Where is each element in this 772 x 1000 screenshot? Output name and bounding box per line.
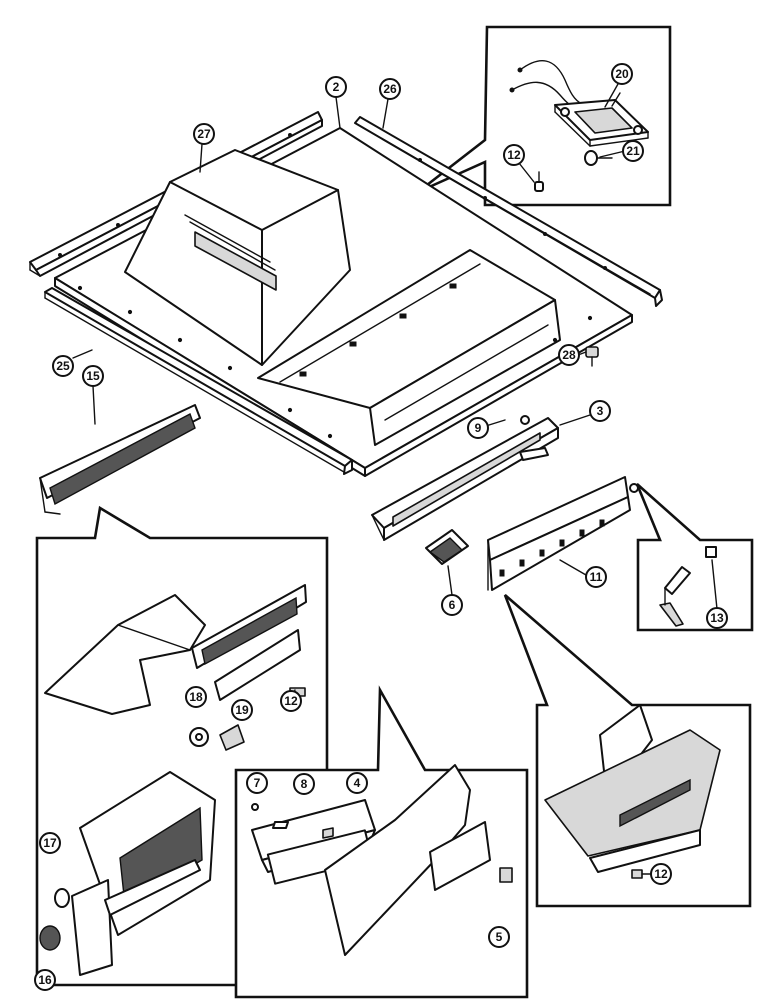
callout-2: 2: [325, 76, 347, 98]
callout-12-bottom: 12: [650, 863, 672, 885]
inset-strip-detail: [503, 594, 752, 908]
callout-4: 4: [346, 772, 368, 794]
svg-text:9: 9: [475, 421, 482, 435]
callout-26: 26: [379, 78, 401, 100]
svg-text:19: 19: [235, 703, 249, 717]
svg-text:27: 27: [197, 127, 211, 141]
callout-15: 15: [82, 365, 104, 387]
svg-text:11: 11: [590, 570, 603, 584]
callout-6: 6: [441, 594, 463, 616]
svg-text:12: 12: [507, 148, 521, 162]
svg-text:15: 15: [86, 369, 100, 383]
control-6: [425, 529, 469, 565]
svg-text:16: 16: [38, 973, 52, 987]
svg-text:7: 7: [254, 776, 261, 790]
svg-text:8: 8: [301, 777, 308, 791]
svg-text:5: 5: [496, 930, 503, 944]
callout-12-top: 12: [503, 144, 525, 166]
svg-text:2: 2: [333, 80, 340, 94]
callout-7: 7: [246, 772, 268, 794]
callout-16: 16: [34, 969, 56, 991]
svg-text:28: 28: [562, 348, 576, 362]
svg-text:12: 12: [654, 867, 668, 881]
callout-17: 17: [39, 832, 61, 854]
callout-19: 19: [231, 699, 253, 721]
svg-text:21: 21: [626, 144, 640, 158]
svg-text:25: 25: [56, 359, 70, 373]
strip-11: [487, 476, 639, 591]
callout-3: 3: [589, 400, 611, 422]
callout-28: 28: [558, 344, 580, 366]
callout-25: 25: [52, 355, 74, 377]
callout-9: 9: [467, 417, 489, 439]
svg-text:4: 4: [354, 776, 361, 790]
svg-text:17: 17: [43, 836, 57, 850]
svg-text:20: 20: [615, 67, 629, 81]
callout-12-left: 12: [280, 690, 302, 712]
inset-bezel-detail: [234, 685, 529, 999]
callout-18: 18: [185, 686, 207, 708]
inset-clip-13: [635, 483, 754, 632]
svg-text:26: 26: [383, 82, 397, 96]
callout-5: 5: [488, 926, 510, 948]
svg-text:3: 3: [597, 404, 604, 418]
callout-13: 13: [706, 607, 728, 629]
svg-text:6: 6: [449, 598, 456, 612]
trim-strip-26: [354, 116, 663, 307]
callout-21: 21: [622, 140, 644, 162]
callout-11: 11: [585, 566, 607, 588]
svg-text:18: 18: [189, 690, 203, 704]
svg-text:12: 12: [284, 694, 298, 708]
callout-27: 27: [193, 123, 215, 145]
callout-20: 20: [611, 63, 633, 85]
trim-strip-25: [44, 287, 353, 475]
filter-15: [39, 404, 201, 515]
bolt-28: [585, 346, 599, 367]
svg-text:13: 13: [710, 611, 724, 625]
callout-8: 8: [293, 773, 315, 795]
bezel-3: [371, 415, 559, 541]
inset-light-assembly: [417, 25, 672, 207]
